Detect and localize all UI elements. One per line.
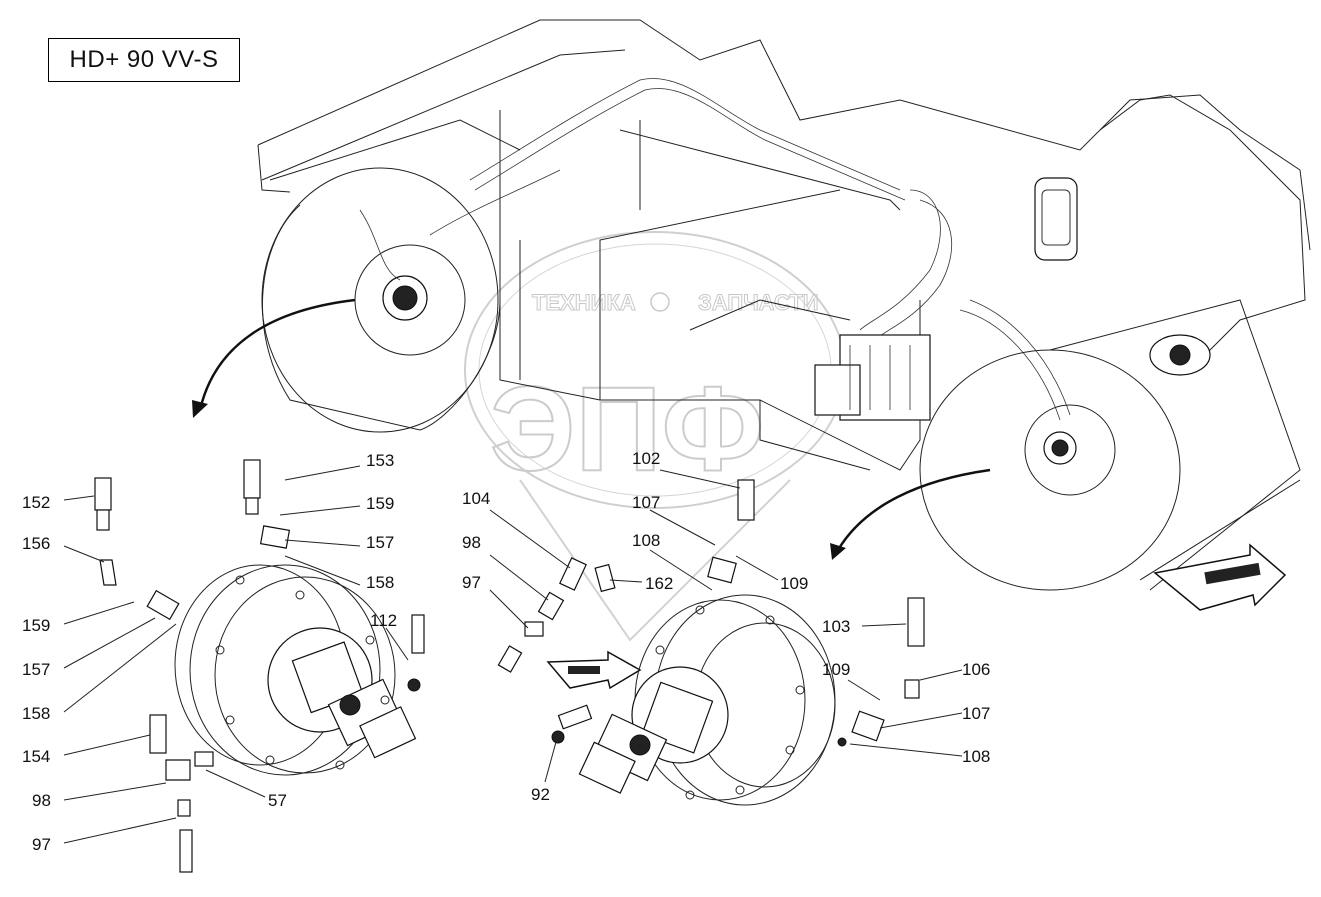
arrowhead-left xyxy=(192,400,208,418)
arrowhead-right xyxy=(830,543,846,560)
callout-152: 152 xyxy=(22,493,50,512)
callout-98: 98 xyxy=(32,791,51,810)
callout-106: 106 xyxy=(962,660,990,679)
callout-107: 107 xyxy=(632,493,660,512)
callout-157: 157 xyxy=(366,533,394,552)
callout-109: 109 xyxy=(822,660,850,679)
watermark-shield xyxy=(519,479,791,642)
callout-158: 158 xyxy=(22,704,50,723)
callout-154: 154 xyxy=(22,747,50,766)
callout-109: 109 xyxy=(780,574,808,593)
callout-97: 97 xyxy=(32,835,51,854)
callout-107: 107 xyxy=(962,704,990,723)
machine-frame xyxy=(257,19,1311,471)
callout-158: 158 xyxy=(366,573,394,592)
motion-arrows xyxy=(192,298,1287,690)
callout-108: 108 xyxy=(632,531,660,550)
curved-arrow-left xyxy=(198,298,356,411)
watermark: ТЕХНИКА ЗАПЧАСТИ ЭПФ xyxy=(464,231,846,642)
watermark-left-text: ТЕХНИКА xyxy=(532,290,636,315)
watermark-logo: ЭПФ xyxy=(490,362,764,496)
callout-159: 159 xyxy=(366,494,394,513)
curved-arrow-right xyxy=(836,468,991,551)
gear-icon xyxy=(650,292,670,312)
mirror-housing xyxy=(1034,177,1078,261)
callout-104: 104 xyxy=(462,489,490,508)
right-drum xyxy=(919,299,1301,591)
middle-motor-assembly xyxy=(497,479,925,806)
callout-108: 108 xyxy=(962,747,990,766)
watermark-right-text: ЗАПЧАСТИ xyxy=(698,290,819,315)
leader-lines xyxy=(63,465,963,844)
callout-112: 112 xyxy=(370,611,397,630)
valve-block-side xyxy=(814,364,861,416)
model-title: HD+ 90 VV-S xyxy=(69,46,219,73)
callout-156: 156 xyxy=(22,534,50,553)
callout-103: 103 xyxy=(822,617,850,636)
callout-labels: 153 159 157 158 152 156 159 157 158 112 … xyxy=(22,449,990,854)
callout-97: 97 xyxy=(462,573,481,592)
callout-153: 153 xyxy=(366,451,394,470)
callout-159: 159 xyxy=(22,616,50,635)
left-drum xyxy=(261,119,521,433)
callout-162: 162 xyxy=(645,574,673,593)
callout-98: 98 xyxy=(462,533,481,552)
callout-157: 157 xyxy=(22,660,50,679)
model-title-box: HD+ 90 VV-S xyxy=(48,38,240,82)
callout-92: 92 xyxy=(531,785,550,804)
left-motor-assembly xyxy=(94,459,425,873)
callout-57: 57 xyxy=(268,791,287,810)
mirror-glass xyxy=(1041,189,1071,246)
callout-102: 102 xyxy=(632,449,660,468)
